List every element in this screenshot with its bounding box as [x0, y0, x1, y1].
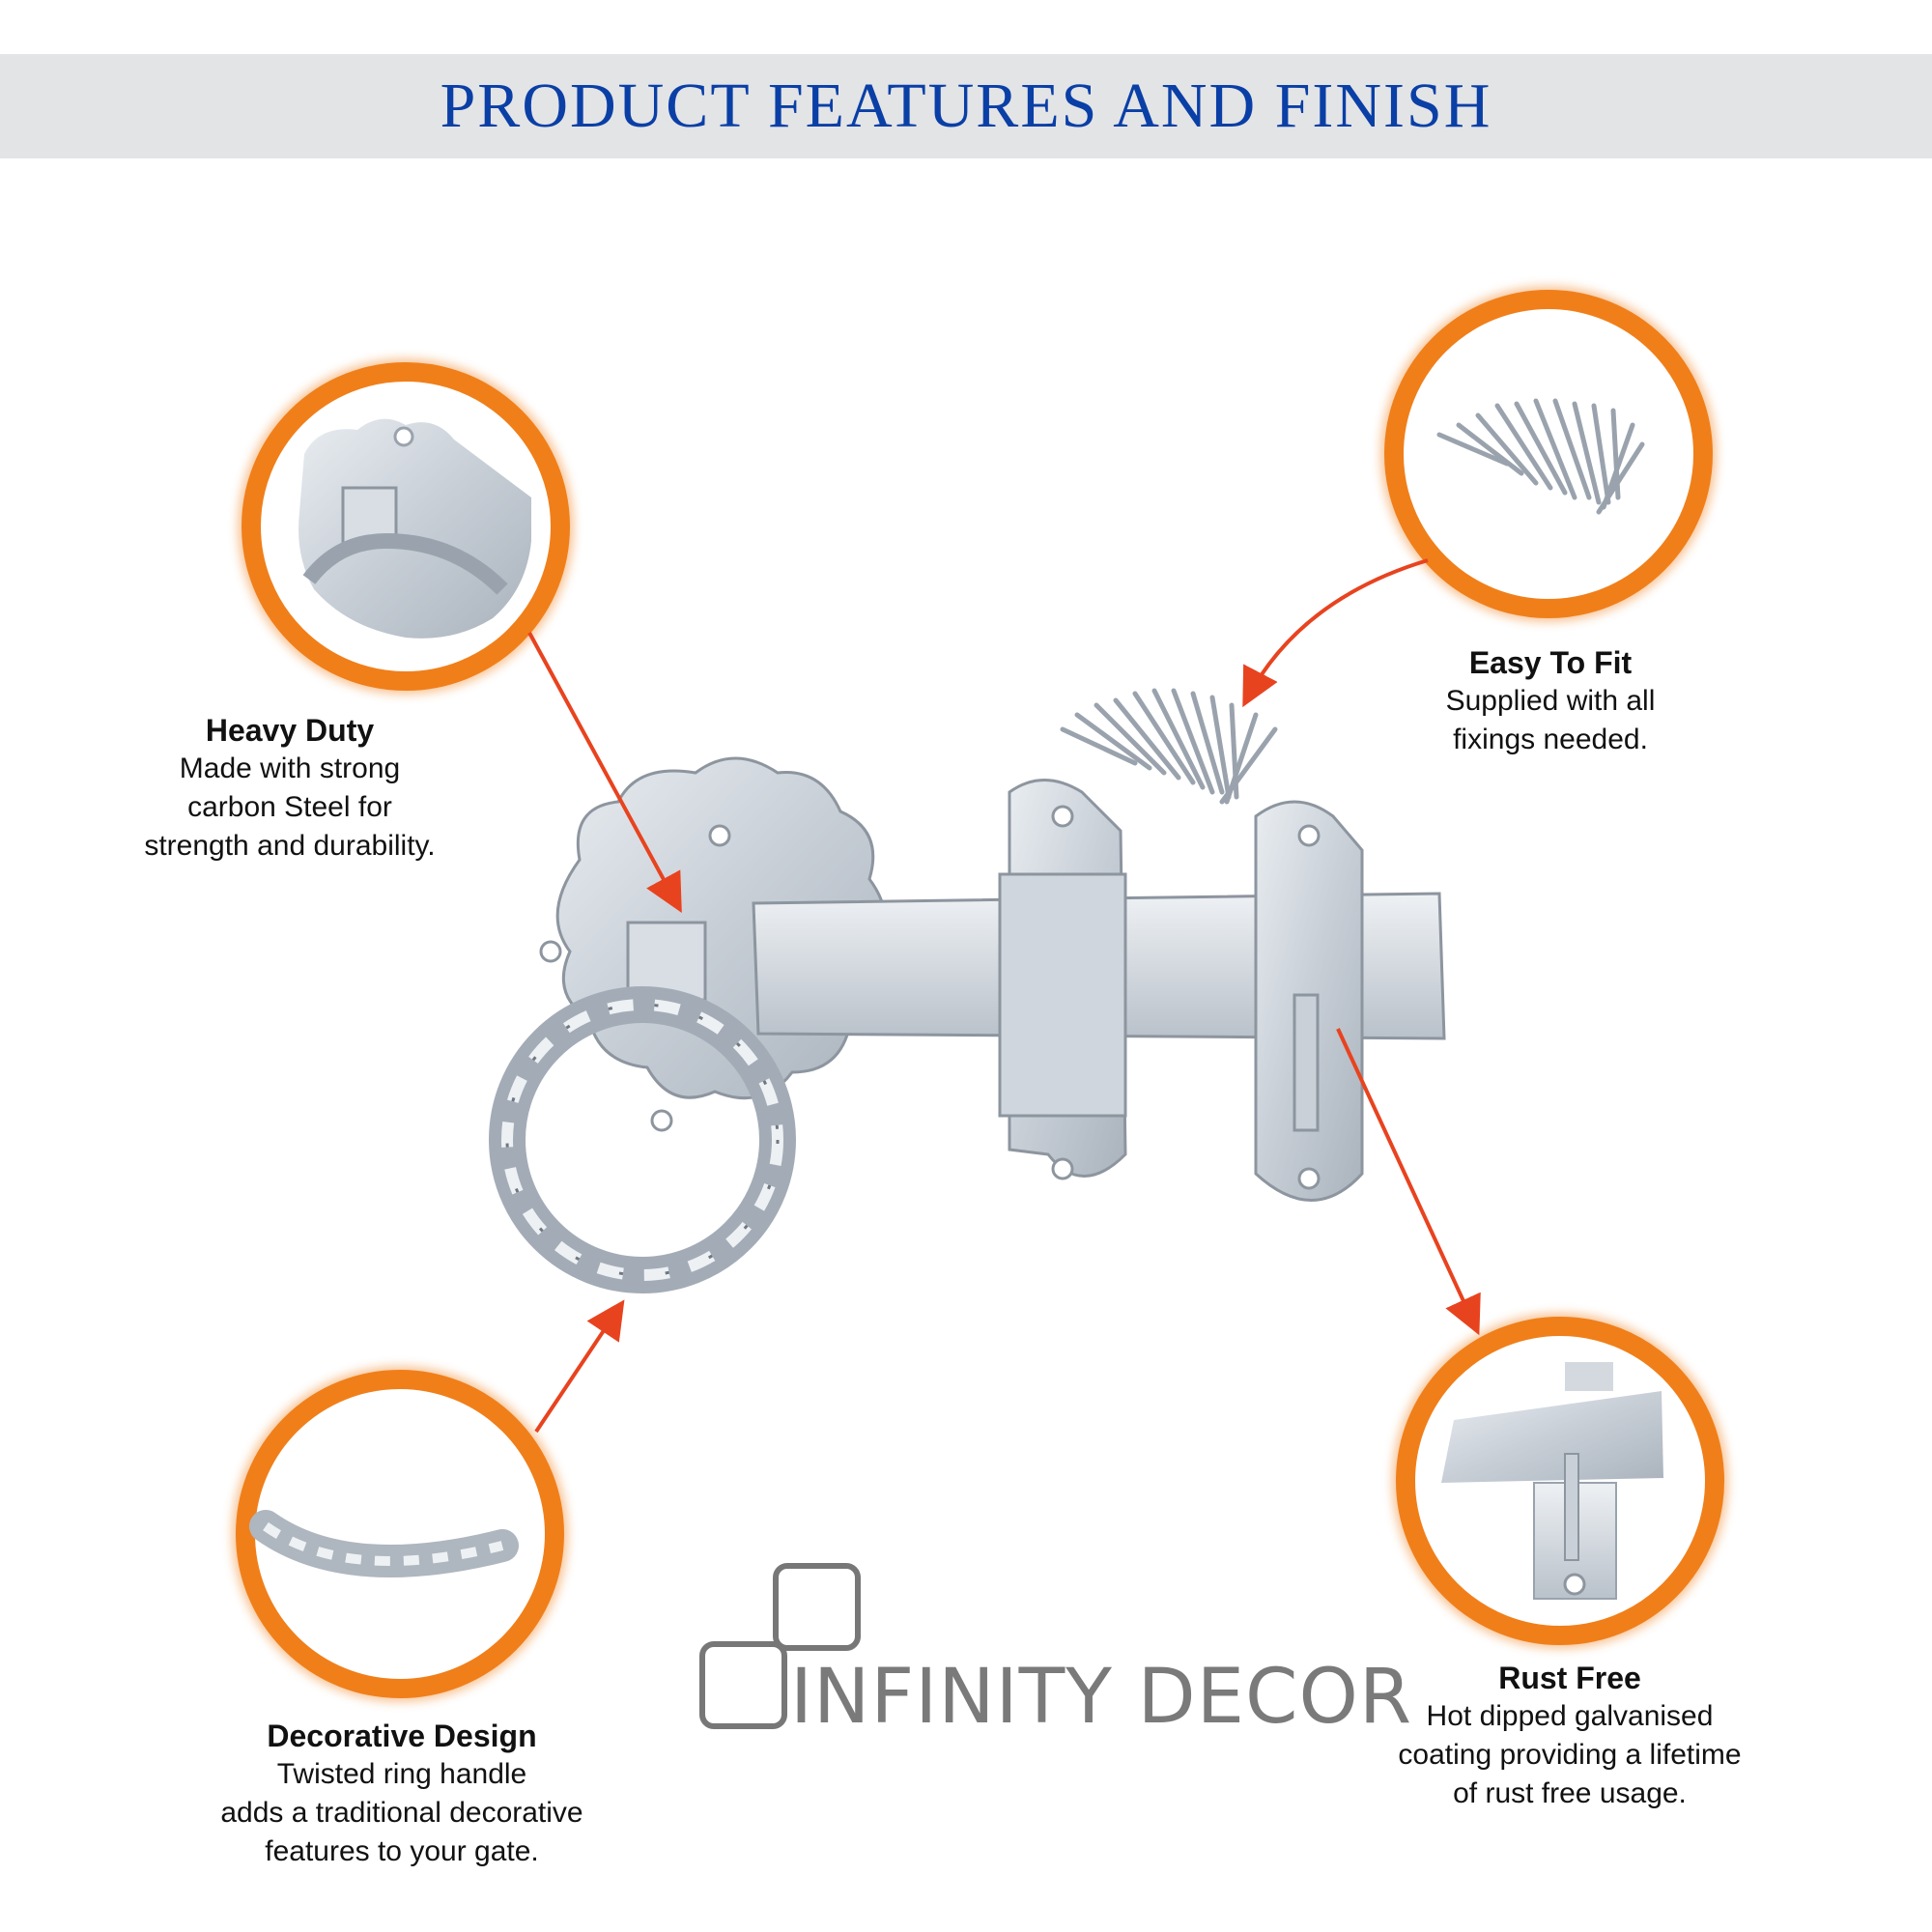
feature-easy-to-fit: Easy To Fit Supplied with all fixings ne… [1372, 643, 1729, 759]
arrow-rust-free [1336, 1028, 1481, 1336]
ring-gate-latch-icon [489, 756, 1446, 1293]
feature-title: Decorative Design [267, 1719, 537, 1753]
feature-title: Easy To Fit [1468, 645, 1633, 680]
arrow-decorative [534, 1299, 625, 1434]
feature-line: Hot dipped galvanised [1426, 1700, 1714, 1732]
feature-heavy-duty: Heavy Duty Made with strong carbon Steel… [106, 711, 473, 866]
feature-line: Supplied with all [1445, 685, 1656, 717]
feature-circle-heavy-duty [238, 358, 574, 695]
feature-circle-easy-to-fit [1380, 286, 1717, 622]
feature-line: Made with strong [179, 753, 401, 784]
feature-circle-decorative [232, 1366, 568, 1702]
feature-line: strength and durability. [144, 830, 436, 862]
feature-line: of rust free usage. [1453, 1777, 1687, 1809]
page-title: PRODUCT FEATURES AND FINISH [440, 71, 1492, 141]
loose-screws-icon [1060, 688, 1278, 805]
arrow-heavy-duty [527, 632, 682, 914]
feature-line: Twisted ring handle [276, 1758, 527, 1790]
brand-name: INFINITY DECOR [790, 1654, 1413, 1741]
feature-line: fixings needed. [1453, 724, 1648, 755]
feature-line: carbon Steel for [187, 791, 392, 823]
feature-line: features to your gate. [265, 1835, 539, 1867]
feature-line: coating providing a lifetime [1398, 1739, 1742, 1771]
feature-decorative-design: Decorative Design Twisted ring handle ad… [170, 1717, 634, 1871]
brand-logo [699, 1563, 861, 1729]
feature-circle-rust-free [1392, 1313, 1728, 1649]
feature-line: adds a traditional decorative [220, 1797, 583, 1829]
feature-title: Heavy Duty [205, 713, 375, 748]
feature-rust-free: Rust Free Hot dipped galvanised coating … [1367, 1659, 1773, 1813]
feature-title: Rust Free [1498, 1661, 1641, 1695]
screws-icon [1436, 398, 1645, 515]
header-banner: PRODUCT FEATURES AND FINISH [0, 54, 1932, 158]
arrow-easy-to-fit [1242, 558, 1429, 708]
